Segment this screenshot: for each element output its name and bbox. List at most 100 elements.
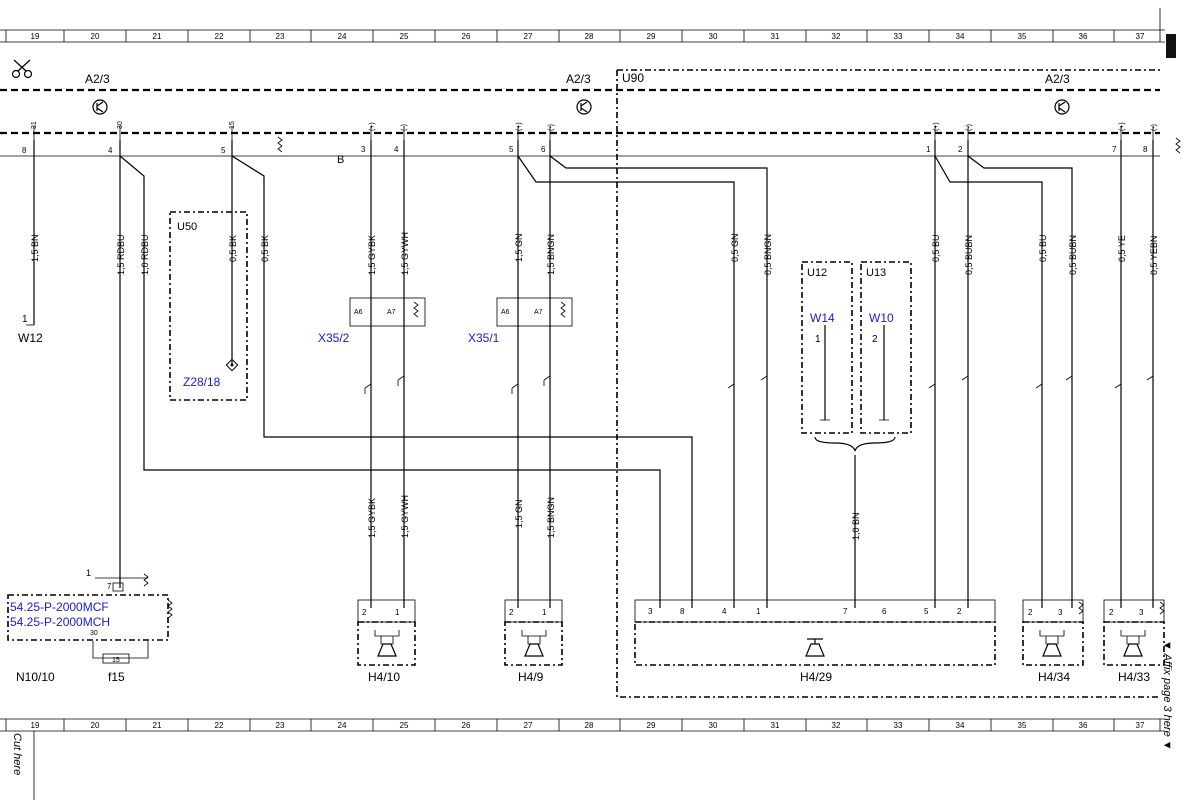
pin-label: A7 [534,309,543,316]
pin-label: A6 [501,309,510,316]
bus-pin: 5 [221,146,226,155]
shield-icon [413,301,419,318]
wire-label: 0,5 BUBN [1068,235,1078,275]
shield-icon [560,301,566,318]
pin-label: (+) [1119,122,1126,131]
grid-label: 31 [771,721,780,730]
wire-label: 1,5 RDBU [116,234,126,275]
reference-link-mch[interactable]: 54.25-P-2000MCH [10,615,110,629]
wire-label: 0,5 BK [260,235,270,262]
speaker-icon [374,630,400,657]
pin-label: (+) [516,122,523,131]
wire-label: 0,5 BU [931,234,941,262]
connector-x35-1 [496,297,573,327]
transistor-icon [92,99,108,115]
wire-label: 0,5 GN [730,233,740,262]
bus-label-b: B [337,154,344,166]
grid-label: 28 [585,721,594,730]
component-label-h4-29: H4/29 [800,670,832,684]
bus-pin: 2 [958,145,963,154]
grid-label: 33 [894,32,903,41]
component-label-h4-33: H4/33 [1118,670,1150,684]
pin-label: (-) [548,124,555,131]
grid-label: 29 [647,721,656,730]
pin-number: 30 [90,630,98,637]
grid-label: 19 [31,721,40,730]
component-label-w14: W14 [810,311,835,325]
wire-label: 1,0 RDBU [140,234,150,275]
module-label-a2-3: A2/3 [85,72,110,86]
grid-ruler-top: 19 20 21 22 23 24 25 26 27 28 29 30 31 3… [0,8,1176,58]
pin-label: A6 [354,309,363,316]
grid-ruler-bottom: 19 20 21 22 23 24 25 26 27 28 29 30 31 3… [0,718,1165,800]
grid-label: 30 [709,32,718,41]
component-label-h4-9: H4/9 [518,670,544,684]
pin-number: 3 [1058,608,1063,617]
grid-label: 25 [400,32,409,41]
pin-label: A7 [387,309,396,316]
pin-number: 3 [1139,608,1144,617]
pin-number: 6 [882,607,887,616]
pin-number: 1 [86,568,91,578]
pin-number: 4 [722,607,727,616]
grid-label: 21 [153,32,162,41]
grid-label: 34 [956,721,965,730]
transistor-icon [1054,99,1070,115]
component-label-z28-18: Z28/18 [183,375,221,389]
module-boundary-u90 [616,69,1160,698]
affix-page-note: ▼ Affix page 3 here ▼ [1161,640,1173,751]
grid-label: 22 [215,721,224,730]
pin-number: 2 [509,608,514,617]
pin-number: 2 [872,334,878,345]
pin-number: 1 [542,608,547,617]
module-label-u90: U90 [622,71,644,85]
grid-label: 26 [462,32,471,41]
speaker-icon [521,630,547,657]
shield-icon [1175,137,1181,154]
wire-label: 0,5 BU [1038,234,1048,262]
scissors-icon [11,59,33,79]
grid-label: 29 [647,32,656,41]
grid-label: 21 [153,721,162,730]
speaker-icon [1039,630,1065,657]
grid-label: 32 [832,721,841,730]
component-label-x35-1: X35/1 [468,331,500,345]
pin-number: 1 [395,608,400,617]
pin-number: 2 [957,607,962,616]
grid-label: 23 [276,721,285,730]
pin-number: 1 [22,314,28,325]
component-label-f15: f15 [108,670,125,684]
shield-icon [277,136,283,153]
grid-label: 19 [31,32,40,41]
grid-label: 27 [524,32,533,41]
grid-label: 23 [276,32,285,41]
bus-pin: 8 [1143,145,1148,154]
pin-label: (-) [966,124,973,131]
component-label-w10: W10 [869,311,894,325]
reference-link-mcf[interactable]: 54.25-P-2000MCF [10,600,109,614]
pin-label: 30 [117,121,124,129]
speaker-icon [805,638,825,657]
speaker-box-h4-34 [1022,621,1084,666]
component-label-n10-10: N10/10 [16,670,55,684]
speaker-box-h4-10 [357,621,416,666]
bus-pin: 1 [926,145,931,154]
wire-label: 1,5 GYBK [367,235,377,275]
bus-pin: 8 [22,146,27,155]
grid-label: 37 [1136,721,1145,730]
pin-number: 1 [815,334,821,345]
wire-label: 1,5 GYWH [400,232,410,275]
wire-label: 1,5 BNGN [546,234,556,275]
bus-pin: 6 [541,145,546,154]
pin-label: (-) [1151,124,1158,131]
pin-number: 2 [1028,608,1033,617]
shield-icon [167,599,173,619]
pin-label: (-) [401,124,408,131]
brace-icon [814,436,896,452]
module-label-u12: U12 [807,267,827,279]
bus-pin: 3 [361,145,366,154]
module-label-u50: U50 [177,221,197,233]
grid-label: 34 [956,32,965,41]
bus-pin: 4 [108,146,113,155]
pin-number: 3 [648,607,653,616]
